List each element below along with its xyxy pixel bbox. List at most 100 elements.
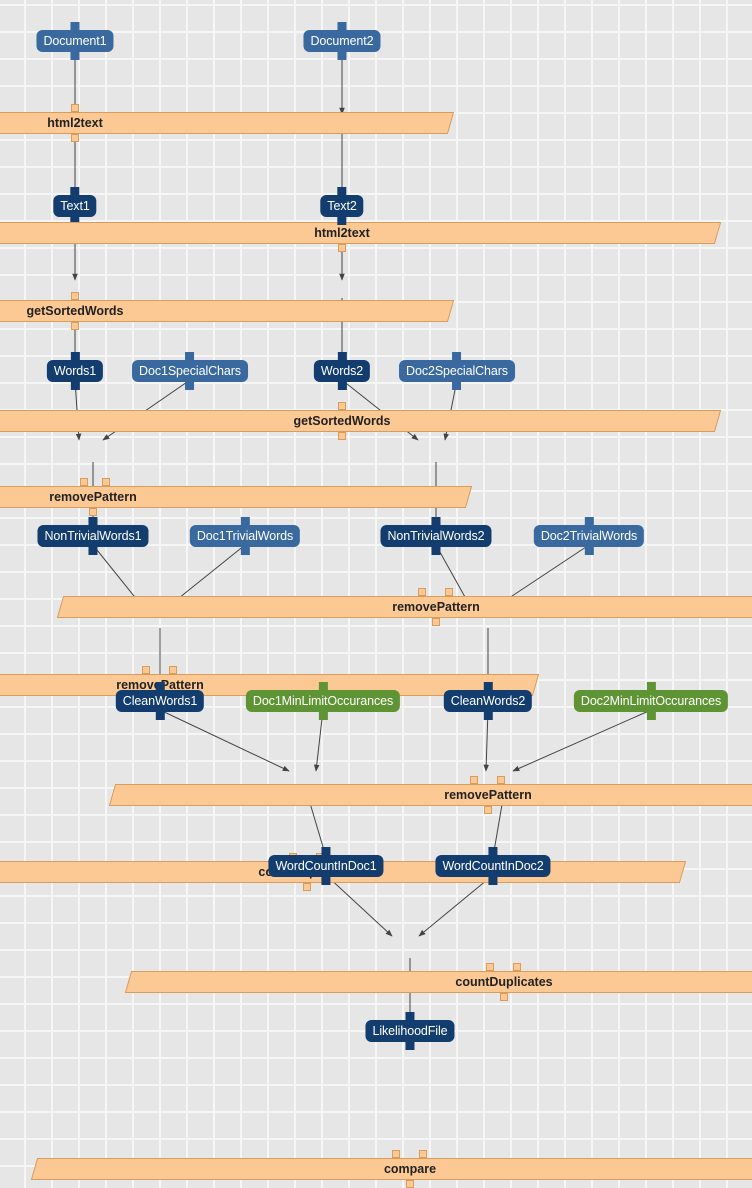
input-port [70, 352, 80, 360]
doc2-special-chars-node[interactable]: Doc2SpecialChars [399, 352, 515, 390]
get-sorted-words-process-node-1[interactable]: getSortedWords [0, 292, 451, 330]
input-port-a [142, 666, 150, 674]
input-port [240, 517, 250, 525]
output-port [70, 217, 80, 225]
input-port-b [497, 776, 505, 784]
likelihood-file-node[interactable]: LikelihoodFile [365, 1012, 455, 1050]
doc2-trivial-words-label: Doc2TrivialWords [540, 529, 638, 543]
word-count-in-doc2-label: WordCountInDoc2 [442, 859, 544, 873]
doc2-special-chars-label: Doc2SpecialChars [406, 364, 508, 378]
clean-words2-label: CleanWords2 [450, 694, 526, 708]
doc2-min-limit-occurances-node[interactable]: Doc2MinLimitOccurances [573, 682, 729, 720]
doc1-trivial-words-label: Doc1TrivialWords [196, 529, 294, 543]
input-port [405, 1012, 415, 1020]
output-port [318, 712, 328, 720]
remove-pattern-label: removePattern [49, 490, 137, 504]
output-port [70, 52, 80, 60]
compare-process-node[interactable]: compare [34, 1150, 752, 1188]
input-port-b [513, 963, 521, 971]
clean-words1-label: CleanWords1 [122, 694, 198, 708]
doc1-special-chars-label: Doc1SpecialChars [139, 364, 241, 378]
doc2-trivial-words-node[interactable]: Doc2TrivialWords [533, 517, 645, 555]
likelihood-file-label: LikelihoodFile [372, 1024, 448, 1038]
output-port [452, 382, 462, 390]
input-port [483, 682, 493, 690]
output-port [185, 382, 195, 390]
non-trivial-words1-node[interactable]: NonTrivialWords1 [37, 517, 149, 555]
doc2-min-limit-occurances-label: Doc2MinLimitOccurances [580, 694, 722, 708]
input-port-a [80, 478, 88, 486]
non-trivial-words1-label: NonTrivialWords1 [44, 529, 142, 543]
non-trivial-words2-label: NonTrivialWords2 [387, 529, 485, 543]
input-port [185, 352, 195, 360]
document1-node[interactable]: Document1 [36, 22, 114, 60]
count-duplicates-label: countDuplicates [455, 975, 553, 989]
output-port [337, 52, 347, 60]
output-port [240, 547, 250, 555]
html2text-process-node-2[interactable]: html2text [0, 214, 718, 252]
doc1-min-limit-occurances-node[interactable]: Doc1MinLimitOccurances [245, 682, 401, 720]
word-count-in-doc1-node[interactable]: WordCountInDoc1 [268, 847, 384, 885]
doc1-trivial-words-node[interactable]: Doc1TrivialWords [189, 517, 301, 555]
count-duplicates-process-node-2[interactable]: countDuplicates [128, 963, 752, 1001]
text1-node[interactable]: Text1 [53, 187, 97, 225]
input-port [488, 847, 498, 855]
words1-label: Words1 [53, 364, 97, 378]
edge-connector [483, 709, 490, 772]
input-port [431, 517, 441, 525]
input-port [88, 517, 98, 525]
input-port [337, 352, 347, 360]
text1-label: Text1 [60, 199, 90, 213]
input-port [70, 187, 80, 195]
text2-node[interactable]: Text2 [320, 187, 364, 225]
get-sorted-words-label: getSortedWords [26, 304, 124, 318]
remove-pattern-process-node-2[interactable]: removePattern [60, 588, 752, 626]
output-port [337, 432, 346, 440]
input-port-a [486, 963, 494, 971]
output-port [155, 712, 165, 720]
output-port [88, 547, 98, 555]
input-port [155, 682, 165, 690]
input-port [337, 402, 346, 410]
input-port [70, 104, 79, 112]
clean-words2-node[interactable]: CleanWords2 [443, 682, 533, 720]
output-port [584, 547, 594, 555]
edge-connector [512, 709, 652, 772]
input-port-b [445, 588, 453, 596]
word-count-in-doc2-node[interactable]: WordCountInDoc2 [435, 847, 551, 885]
document2-label: Document2 [310, 34, 374, 48]
output-port [70, 134, 79, 142]
output-port [337, 217, 347, 225]
input-port [70, 292, 79, 300]
remove-pattern-process-node-4[interactable]: removePattern [112, 776, 752, 814]
document1-label: Document1 [43, 34, 107, 48]
input-port [318, 682, 328, 690]
output-port [646, 712, 656, 720]
output-port [70, 382, 80, 390]
words1-node[interactable]: Words1 [46, 352, 104, 390]
input-port [646, 682, 656, 690]
input-port [321, 847, 331, 855]
input-port-a [392, 1150, 400, 1158]
output-port [337, 382, 347, 390]
output-port [431, 618, 440, 626]
words2-node[interactable]: Words2 [313, 352, 371, 390]
remove-pattern-label: removePattern [444, 788, 532, 802]
html2text-process-node-1[interactable]: html2text [0, 104, 451, 142]
compare-label: compare [383, 1162, 437, 1176]
output-port [488, 877, 498, 885]
document2-node[interactable]: Document2 [303, 22, 381, 60]
input-port [337, 22, 347, 30]
input-port-a [470, 776, 478, 784]
get-sorted-words-process-node-2[interactable]: getSortedWords [0, 402, 718, 440]
get-sorted-words-label: getSortedWords [293, 414, 391, 428]
output-port [70, 322, 79, 330]
remove-pattern-label: removePattern [392, 600, 480, 614]
output-port [483, 712, 493, 720]
non-trivial-words2-node[interactable]: NonTrivialWords2 [380, 517, 492, 555]
clean-words1-node[interactable]: CleanWords1 [115, 682, 205, 720]
remove-pattern-process-node-1[interactable]: removePattern [0, 478, 469, 516]
doc1-special-chars-node[interactable]: Doc1SpecialChars [132, 352, 248, 390]
output-port [88, 508, 97, 516]
input-port [70, 22, 80, 30]
